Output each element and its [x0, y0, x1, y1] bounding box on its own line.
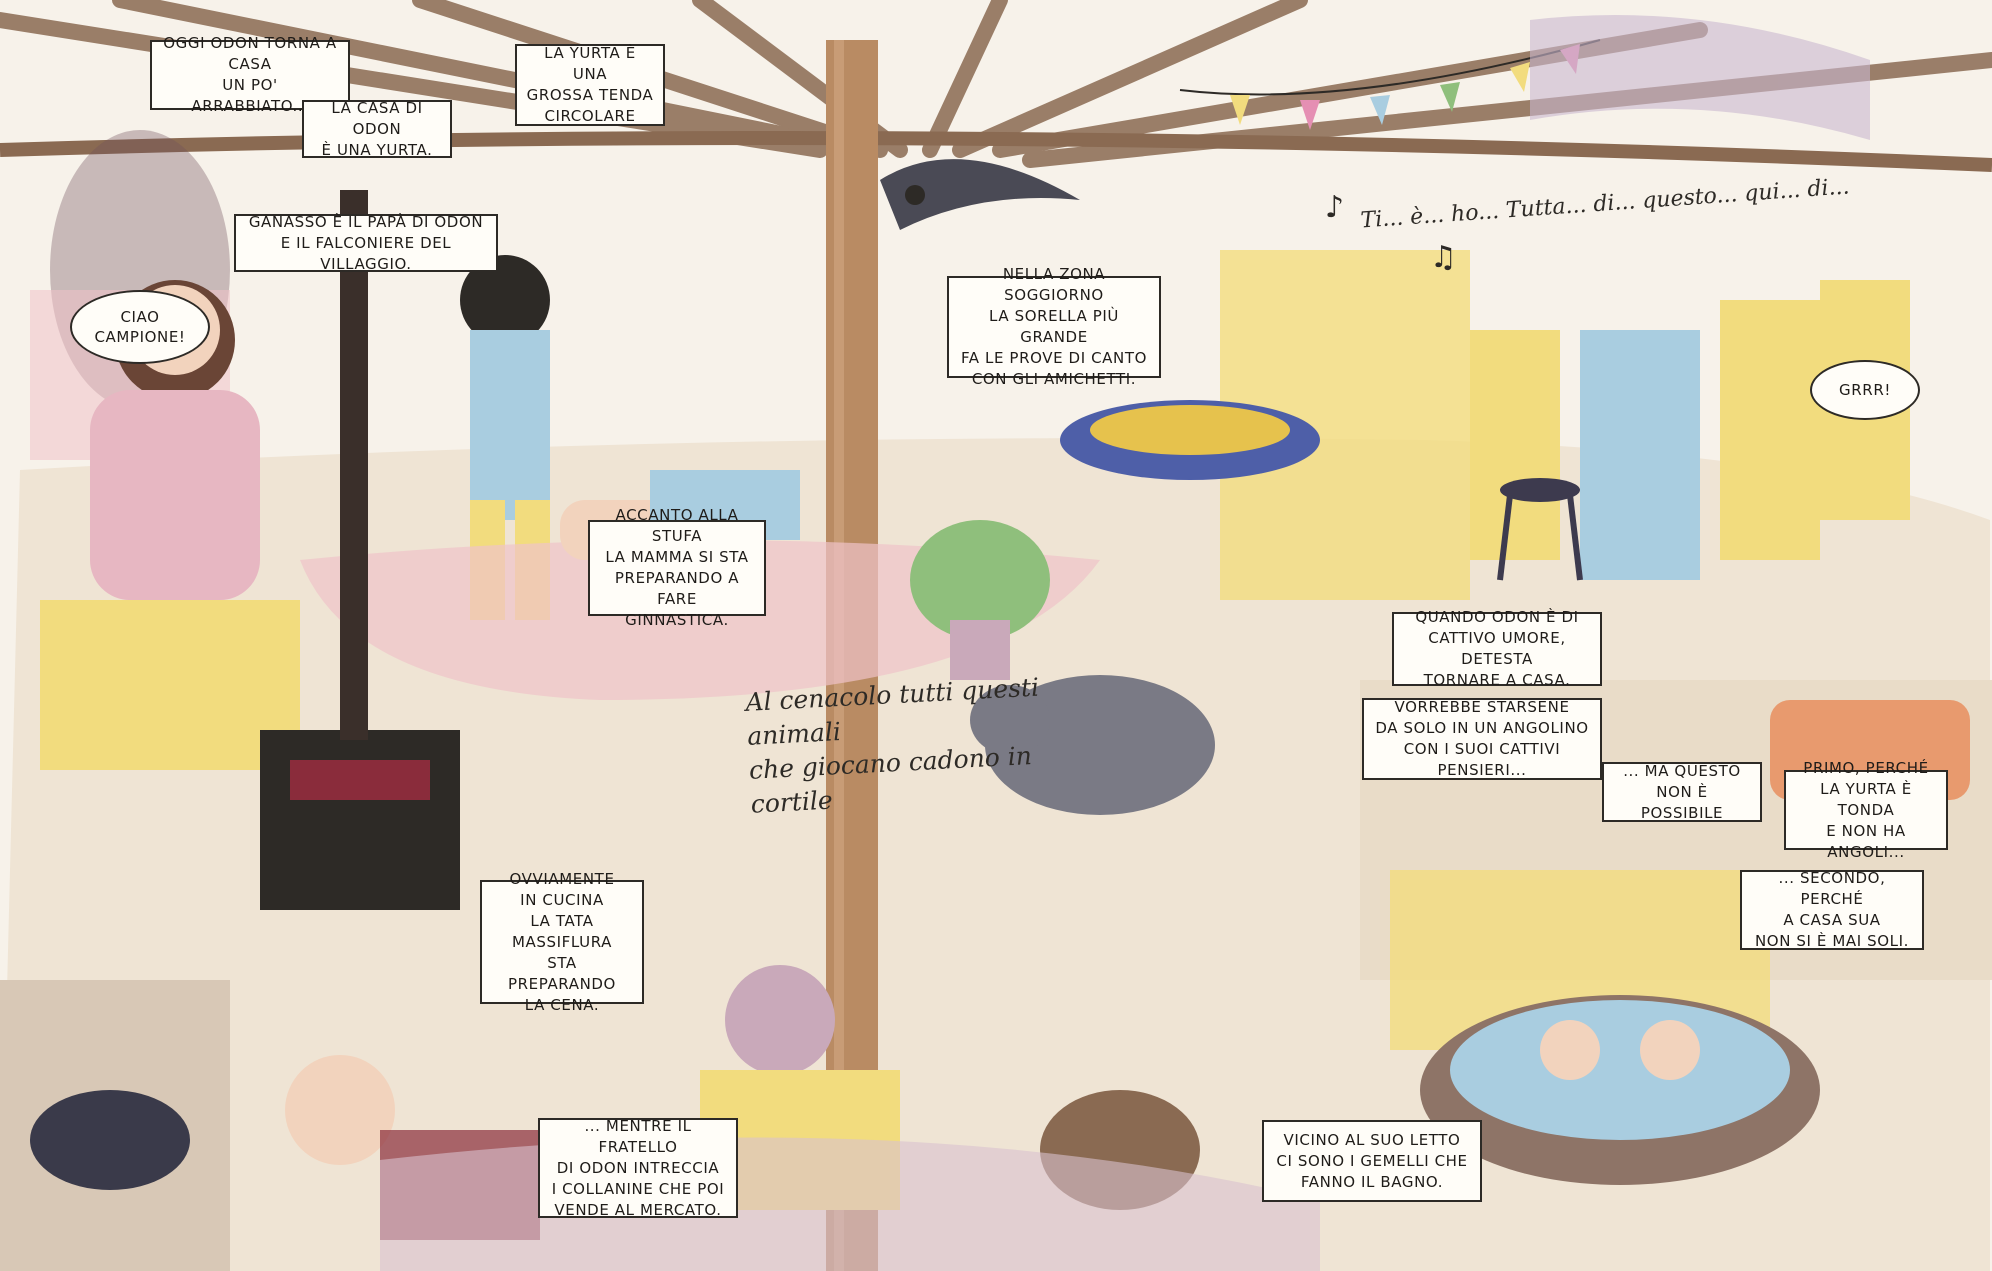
bathtub: [1420, 995, 1820, 1185]
caption-intro: OGGI ODON TORNA A CASA UN PO' ARRABBIATO…: [150, 34, 350, 115]
caption-brother: ... MENTRE IL FRATELLO DI ODON INTRECCIA…: [538, 1117, 738, 1219]
caption-yurta-definition: LA YURTA È UNA GROSSA TENDA CIRCOLARE: [515, 44, 665, 126]
caption-mother: ACCANTO ALLA STUFA LA MAMMA SI STA PREPA…: [588, 506, 766, 629]
caption-wish-alone: VORREBBE STARSENE DA SOLO IN UN ANGOLINO…: [1362, 698, 1602, 780]
plant: [910, 520, 1050, 680]
caption-father: GANASSO È IL PAPÀ DI ODON E IL FALCONIER…: [234, 213, 498, 273]
speech-bubble-ciao: CIAO CAMPIONE!: [70, 290, 210, 364]
stool: [1497, 478, 1583, 581]
caption-twins: VICINO AL SUO LETTO CI SONO I GEMELLI CH…: [1262, 1120, 1482, 1202]
caption-not-possible: ... MA QUESTO NON È POSSIBILE: [1602, 762, 1762, 822]
handwritten-animals-note: Al cenacolo tutti questi animali che gio…: [744, 672, 1040, 819]
caption-home-is-yurta: LA CASA DI ODON È UNA YURTA.: [302, 99, 452, 159]
caption-grandmother: OVVIAMENTE IN CUCINA LA TATA MASSIFLURA …: [480, 870, 644, 1014]
caption-bad-mood: QUANDO ODON È DI CATTIVO UMORE, DETESTA …: [1392, 608, 1602, 689]
pet-animal: [970, 675, 1215, 815]
speech-bubble-grrr: GRRR!: [1810, 360, 1920, 420]
music-note-2: ♫: [1430, 240, 1457, 275]
falcon: [880, 159, 1080, 230]
music-note-1: ♪: [1325, 190, 1345, 225]
caption-first-reason: PRIMO, PERCHÉ LA YURTA È TONDA E NON HA …: [1784, 759, 1948, 861]
caption-sister: NELLA ZONA SOGGIORNO LA SORELLA PIÙ GRAN…: [947, 265, 1161, 388]
stove: [260, 190, 460, 910]
caption-second-reason: ... SECONDO, PERCHÉ A CASA SUA NON SI È …: [1740, 869, 1924, 950]
singing-group: [1060, 250, 1910, 600]
